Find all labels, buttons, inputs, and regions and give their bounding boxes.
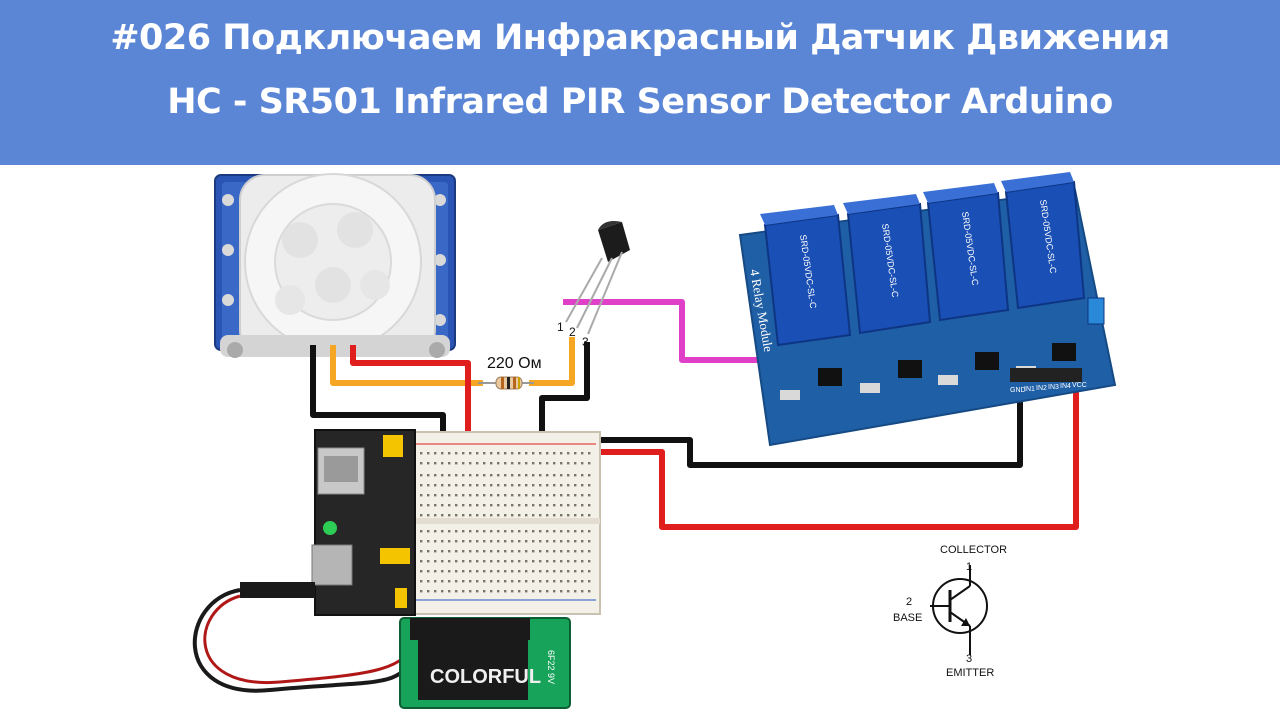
- breadboard: [409, 431, 601, 615]
- pir-dome: [239, 173, 436, 356]
- battery-brand: COLORFUL: [430, 666, 541, 688]
- breadboard-holes: [420, 452, 591, 593]
- svg-text:IN3: IN3: [1048, 384, 1059, 391]
- relay-module: SRD-05VDC-SL-C SRD-05VDC-SL-C SRD-05VDC-…: [738, 172, 1117, 447]
- transistor-pin2: 2: [569, 325, 576, 339]
- wire-emitter-gnd: [539, 342, 590, 448]
- transistor-pin3: 3: [582, 335, 589, 349]
- wire-resistor-base: [529, 337, 575, 386]
- transistor-pin1: 1: [557, 320, 564, 334]
- wire-relay-gnd: [567, 377, 1023, 468]
- npn-transistor-symbol: COLLECTOR 1 2 BASE 3 EMITTER: [893, 544, 1007, 679]
- svg-text:VCC: VCC: [1072, 382, 1087, 389]
- collector-label: COLLECTOR: [940, 544, 1007, 556]
- base-label: BASE: [893, 612, 922, 624]
- wires: [310, 299, 1079, 530]
- svg-text:IN1: IN1: [1024, 386, 1035, 393]
- relay-cube: SRD-05VDC-SL-C: [843, 194, 932, 335]
- resistor-label: 220 Ом: [487, 355, 542, 372]
- title-line-2: HC - SR501 Infrared PIR Sensor Detector …: [167, 82, 1113, 122]
- wire-relay-vcc: [567, 382, 1079, 530]
- collector-pin-number: 1: [966, 561, 972, 573]
- battery-cable: [192, 582, 417, 693]
- title-line-1: #026 Подключаем Инфракрасный Датчик Движ…: [110, 18, 1170, 58]
- relay-cube: SRD-05VDC-SL-C: [760, 205, 852, 347]
- title-banner: #026 Подключаем Инфракрасный Датчик Движ…: [0, 0, 1280, 165]
- relay-header-pins: [1010, 368, 1082, 382]
- battery: COLORFUL 6F22 9V: [399, 617, 571, 709]
- emitter-pin-number: 3: [966, 653, 972, 665]
- relay-cube: SRD-05VDC-SL-C: [1001, 172, 1086, 310]
- svg-text:IN4: IN4: [1060, 383, 1071, 390]
- wire-pir-out: [330, 345, 483, 386]
- wire-pir-gnd: [310, 345, 446, 448]
- dc-jack: [311, 544, 353, 586]
- power-module: [311, 429, 416, 616]
- relay-pin-labels: GND IN1 IN2 IN3 IN4 VCC: [1010, 382, 1087, 394]
- transistor: 1 2 3: [557, 221, 630, 349]
- resistor: 220 Ом: [478, 355, 542, 390]
- emitter-label: EMITTER: [946, 667, 994, 679]
- svg-text:GND: GND: [1010, 387, 1026, 394]
- svg-text:IN2: IN2: [1036, 385, 1047, 392]
- pir-sensor: [214, 173, 456, 358]
- wire-pir-vcc: [350, 345, 471, 458]
- base-pin-number: 2: [906, 596, 912, 608]
- relay-cube: SRD-05VDC-SL-C: [923, 183, 1010, 322]
- battery-type: 6F22 9V: [546, 650, 556, 684]
